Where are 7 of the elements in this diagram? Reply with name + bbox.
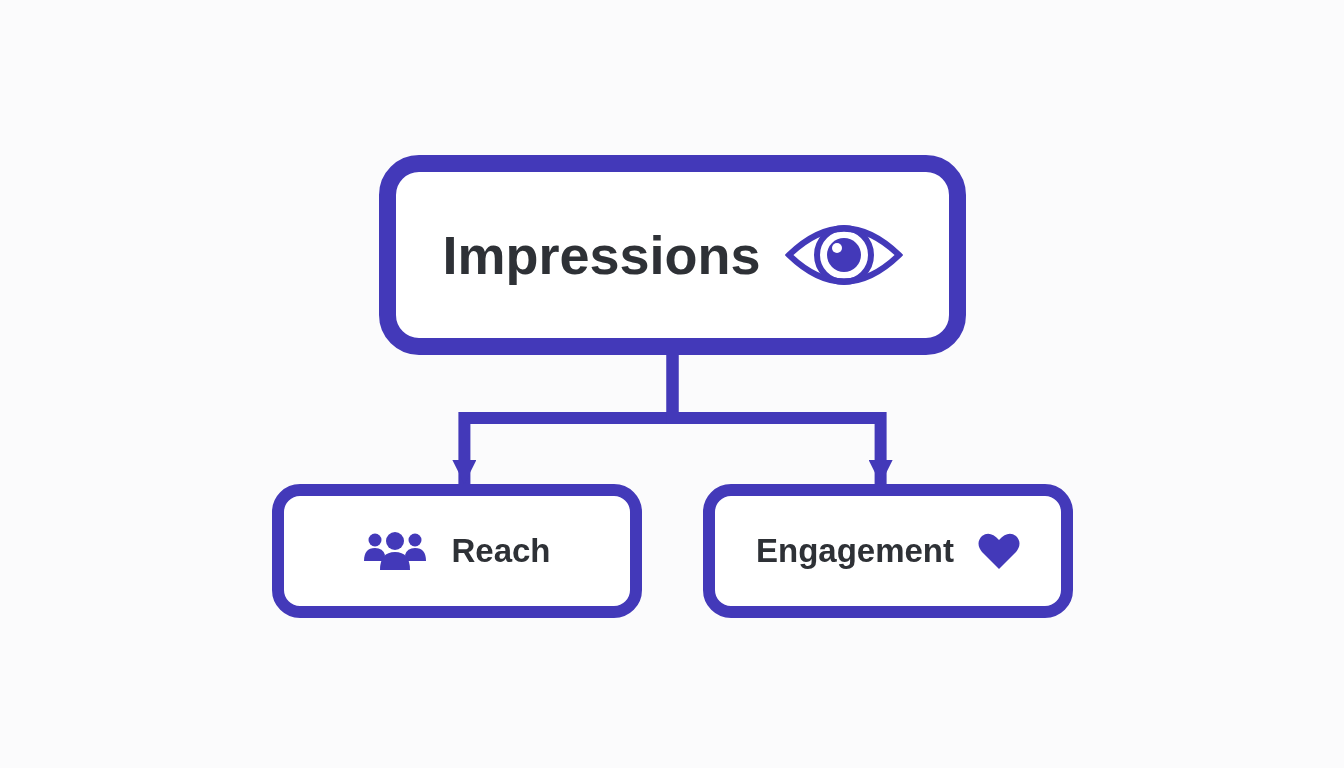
node-label: Reach xyxy=(451,532,551,570)
rounded-box xyxy=(272,484,642,618)
rounded-box xyxy=(703,484,1073,618)
arrow xyxy=(666,355,893,484)
node-label: Impressions xyxy=(442,224,761,286)
node-label: Engagement xyxy=(755,532,954,570)
rounded-box xyxy=(379,155,966,355)
